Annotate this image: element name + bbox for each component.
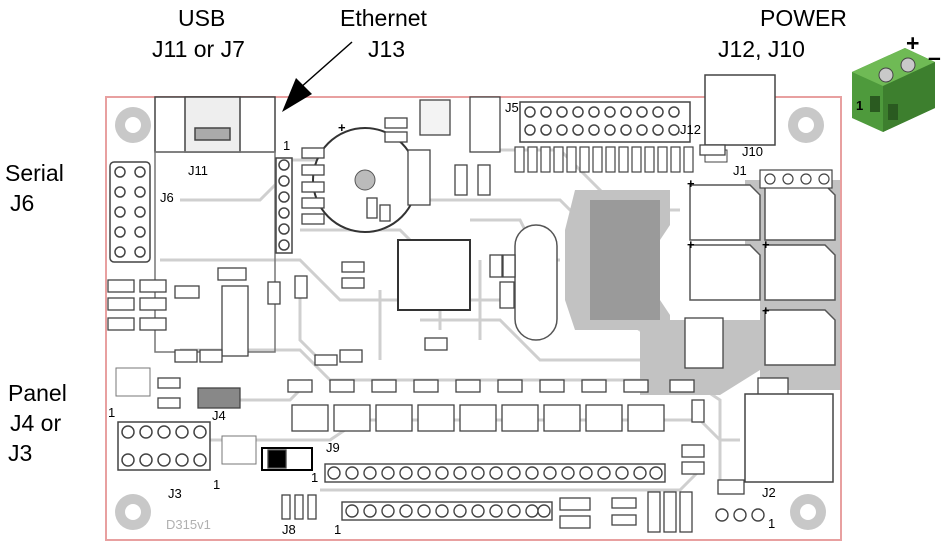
silk-pin1-c: 1 [213, 477, 221, 492]
capacitors [689, 184, 836, 366]
ethernet-label: Ethernet [340, 5, 427, 31]
led-row [287, 379, 695, 432]
ethernet-arrowhead [282, 78, 312, 112]
silk-j6: J6 [160, 190, 174, 205]
silk-j11: J11 [188, 163, 208, 178]
silk-j8: J8 [282, 522, 296, 537]
silk-plus-b: + [687, 176, 695, 191]
j1-header [759, 169, 833, 189]
power-label: POWER [760, 5, 847, 31]
serial-label: Serial [5, 160, 64, 186]
usb-connector [154, 96, 276, 353]
power-plus-label: + [906, 30, 920, 56]
resistor-row-top [514, 146, 694, 173]
panel-header [117, 421, 211, 471]
panel-j3-label: J3 [8, 440, 33, 466]
power-minus-label: – [928, 44, 941, 70]
silk-pin1-f: 1 [768, 516, 776, 531]
silk-j1: J1 [733, 163, 747, 178]
silk-pin1-b: 1 [108, 405, 116, 420]
smd-parts [107, 96, 789, 533]
silk-plus-c: + [687, 237, 695, 252]
silk-j9: J9 [326, 440, 340, 455]
silk-j12: J12 [680, 122, 701, 137]
ethernet-header [275, 157, 293, 254]
silk-pin1-a: 1 [283, 138, 291, 153]
silk-j4: J4 [212, 408, 226, 423]
silk-plus-a: + [338, 120, 346, 135]
silk-pin1-e: 1 [334, 522, 342, 537]
silk-j3: J3 [168, 486, 182, 501]
silk-pin1-d: 1 [311, 470, 319, 485]
ethernet-arrow [299, 41, 353, 89]
long-pin-rows [324, 463, 666, 521]
panel-label: Panel [8, 380, 67, 406]
serial-jumper-label: J6 [10, 190, 35, 216]
silk-j2: J2 [762, 485, 776, 500]
j2-connector [744, 393, 834, 483]
crystal [514, 224, 558, 341]
sensor [115, 367, 151, 397]
power-jack [704, 74, 776, 146]
silk-j5: J5 [505, 100, 519, 115]
usb-label: USB [178, 5, 226, 31]
board-revision: D315v1 [166, 517, 211, 532]
power-jumper-label: J12, J10 [718, 36, 805, 62]
ethernet-jumper-label: J13 [368, 36, 406, 62]
silk-j10: J10 [742, 144, 763, 159]
terminal-block-icon [852, 48, 935, 132]
main-ic [397, 239, 471, 311]
top-header [519, 101, 691, 143]
panel-j4-label: J4 or [10, 410, 62, 436]
silk-plus-e: + [762, 303, 770, 318]
mounting-holes [115, 107, 826, 530]
usb-jumper-label: J11 or J7 [152, 36, 245, 62]
power-pin1-label: 1 [856, 98, 864, 113]
silk-plus-d: + [762, 237, 770, 252]
